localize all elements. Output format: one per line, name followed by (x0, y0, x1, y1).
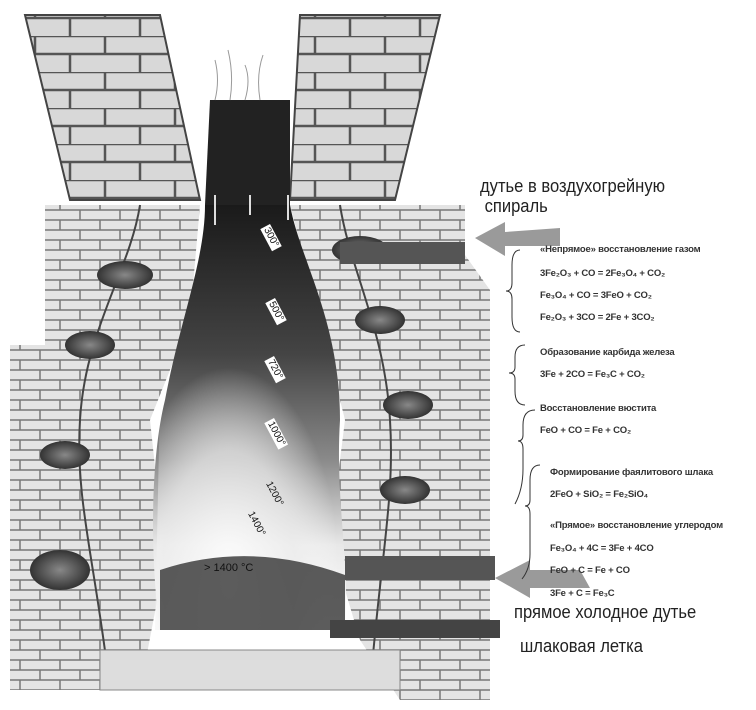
right-chimney-wall (288, 14, 442, 201)
tuyere-pipes (30, 236, 500, 638)
hearth-base (99, 649, 401, 691)
reaction-equation: Fe₃O₄ + CO = 3FeO + CO₂ (540, 290, 652, 301)
reaction-heading: Восстановление вюстита (540, 403, 657, 414)
reaction-heading: «Непрямое» восстановление газом (540, 244, 701, 255)
label-direct-cold-blast: прямое холодное дутье (514, 602, 697, 622)
reaction-equation: 3Fe₂O₃ + CO = 2Fe₃O₄ + CO₂ (540, 268, 666, 279)
label-slag-tap: шлаковая летка (520, 636, 643, 656)
reaction-heading: Формирование фаялитового шлака (550, 467, 713, 478)
reaction-equation: Fe₂O₃ + 3CO = 2Fe + 3CO₂ (540, 312, 655, 323)
left-chimney-wall (23, 14, 202, 201)
reaction-equation: 3Fe + 2CO = Fe₃C + CO₂ (540, 369, 645, 380)
reaction-equation: 3Fe + C = Fe₃C (550, 588, 615, 599)
label-line: спираль (484, 196, 548, 216)
brace-1 (505, 249, 521, 333)
brace-2 (508, 344, 526, 406)
charge-top (205, 100, 290, 205)
reaction-equation: FeO + CO = Fe + CO₂ (540, 425, 631, 436)
label-line: дутье в воздухогрейную (480, 176, 666, 196)
brace-3 (514, 409, 536, 505)
blast-arrow-lower (495, 560, 590, 598)
reaction-equation: 2FeO + SiO₂ = Fe₂SiO₄ (550, 489, 648, 500)
blast-arrow-upper (475, 222, 560, 256)
reaction-equation: Fe₃O₄ + 4C = 3Fe + 4CO (550, 543, 654, 554)
reaction-heading: Образование карбида железа (540, 347, 675, 358)
reaction-equation: FeO + C = Fe + CO (550, 565, 630, 576)
label-blast-to-spiral: дутье в воздухогрейную спираль (480, 176, 665, 216)
brace-4 (521, 464, 541, 580)
reaction-heading: «Прямое» восстановление углеродом (550, 520, 723, 531)
temp-label: > 1400 °C (204, 562, 254, 574)
